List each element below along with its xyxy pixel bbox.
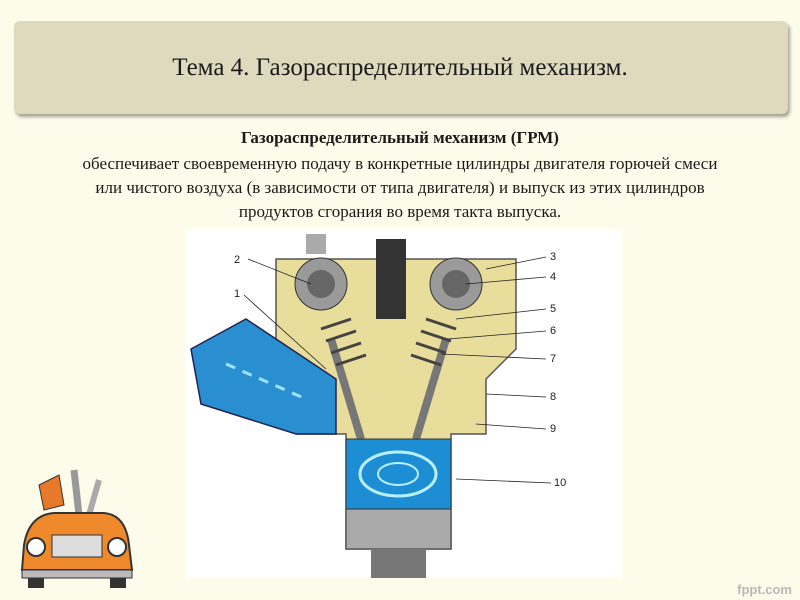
title-box (14, 21, 788, 114)
label-1: 1 (234, 288, 240, 300)
label-6: 6 (550, 325, 556, 337)
label-4: 4 (550, 271, 556, 283)
slide-title: Тема 4. Газораспределительный механизм. (172, 54, 628, 81)
label-5: 5 (550, 303, 556, 315)
label-3: 3 (550, 251, 556, 263)
label-7: 7 (550, 353, 556, 365)
label-8: 8 (550, 391, 556, 403)
label-2: 2 (234, 254, 240, 266)
description-line: или чистого воздуха (в зависимости от ти… (95, 178, 705, 197)
label-9: 9 (550, 423, 556, 435)
description: обеспечивает своевременную подачу в конк… (0, 152, 800, 224)
description-line: продуктов сгорания во время такта выпуск… (238, 202, 562, 221)
car-tools-logo-icon (14, 465, 139, 590)
watermark: fppt.com (737, 582, 792, 597)
engine-diagram: 2 1 3 4 5 6 7 8 9 10 (186, 229, 622, 578)
subtitle: Газораспределительный механизм (ГРМ) (241, 128, 559, 147)
description-line: обеспечивает своевременную подачу в конк… (82, 154, 718, 173)
label-10: 10 (554, 477, 566, 489)
